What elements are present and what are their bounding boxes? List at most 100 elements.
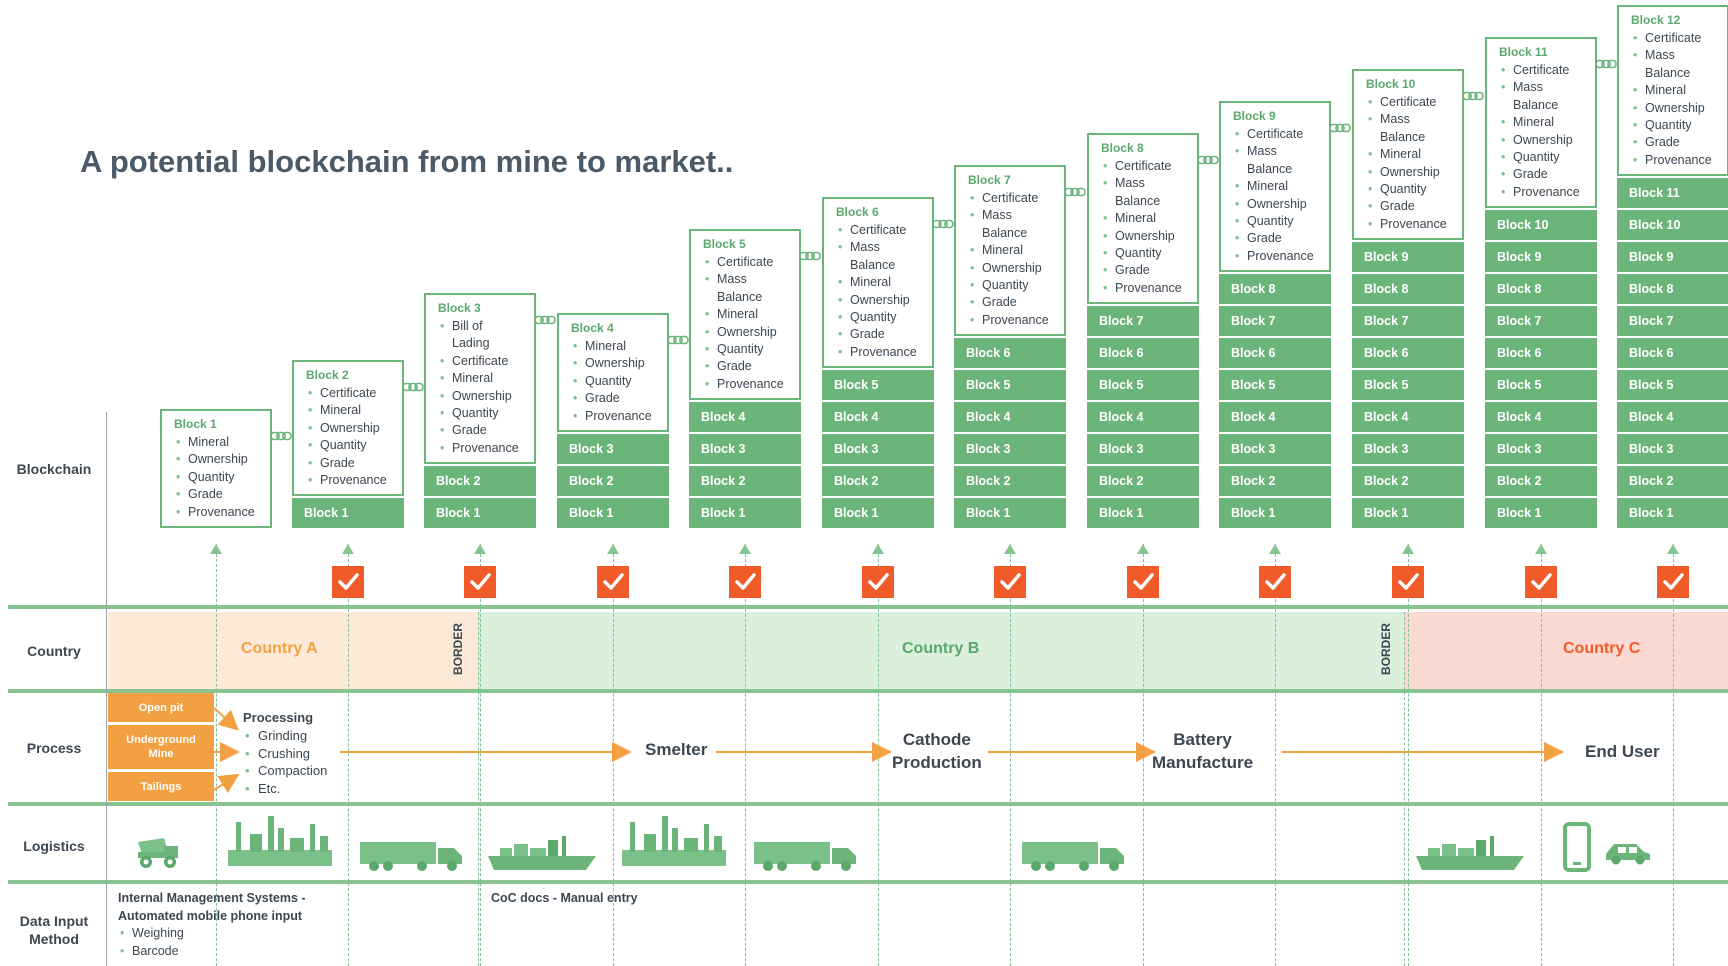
chain-block-segment: Block 1: [424, 496, 536, 528]
chain-block-segment: Block 11: [1617, 176, 1728, 208]
country-a-label: Country A: [241, 640, 318, 657]
block-1: Block 1MineralOwnershipQuantityGradeProv…: [160, 409, 272, 528]
chain-block-segment: Block 6: [1485, 336, 1597, 368]
block-attribute: Quantity: [174, 469, 266, 487]
block-attribute: Quantity: [306, 437, 398, 455]
chain-block-segment: Block 8: [1617, 272, 1728, 304]
chain-block-segment: Block 6: [954, 336, 1066, 368]
row-label-country: Country: [27, 643, 81, 659]
block-attribute: Quantity: [968, 277, 1060, 295]
chain-block-segment: Block 6: [1617, 336, 1728, 368]
chain-block-segment: Block 4: [822, 400, 934, 432]
block-attributes: CertificateMineralOwnershipQuantityGrade…: [306, 385, 398, 490]
chain-block-segment: Block 5: [1617, 368, 1728, 400]
block-attribute: Ownership: [306, 420, 398, 438]
chain-block-segment: Block 2: [1617, 464, 1728, 496]
chain-block-segment: Block 1: [1352, 496, 1464, 528]
chain-block-segment: Block 3: [689, 432, 801, 464]
up-arrow-icon: [342, 544, 354, 554]
block-title: Block 12: [1631, 13, 1681, 27]
process-guide-line: [480, 544, 481, 966]
arrow-open-pit: [213, 707, 239, 731]
up-arrow-icon: [1004, 544, 1016, 554]
block-attribute: Ownership: [1631, 100, 1723, 118]
row-divider: [8, 802, 1728, 806]
block-4: Block 4MineralOwnershipQuantityGradeProv…: [557, 313, 669, 528]
chain-link-icon: [1595, 59, 1617, 69]
block-attributes: CertificateMassBalanceMineralOwnershipQu…: [1233, 126, 1325, 266]
block-info-box: Block 3Bill ofLadingCertificateMineralOw…: [424, 293, 536, 464]
block-attribute: Provenance: [306, 472, 398, 490]
process-guide-line: [1673, 544, 1674, 966]
row-label-blockchain: Blockchain: [16, 461, 92, 477]
block-info-box: Block 8CertificateMassBalanceMineralOwne…: [1087, 133, 1199, 304]
block-attribute: Certificate: [1101, 158, 1193, 176]
block-attribute: Provenance: [968, 312, 1060, 330]
block-attributes: MineralOwnershipQuantityGradeProvenance: [174, 434, 266, 521]
process-guide-line: [1010, 544, 1011, 966]
border-line: [1404, 612, 1405, 966]
block-title: Block 4: [571, 321, 614, 335]
stage-cathode-line1: Cathode: [902, 730, 971, 749]
chain-block-segment: Block 1: [292, 496, 404, 528]
chain-block-segment: Block 3: [1617, 432, 1728, 464]
verified-check-icon: [994, 566, 1026, 598]
verified-check-icon: [729, 566, 761, 598]
block-attribute: Certificate: [836, 222, 928, 240]
block-info-box: Block 4MineralOwnershipQuantityGradeProv…: [557, 313, 669, 432]
block-attribute: Ownership: [1101, 228, 1193, 246]
block-attribute: Provenance: [1233, 248, 1325, 266]
block-5: Block 5CertificateMassBalanceMineralOwne…: [689, 229, 801, 528]
block-attribute: Provenance: [174, 504, 266, 522]
verified-check-icon: [464, 566, 496, 598]
block-attribute: Mineral: [1233, 178, 1325, 196]
data-input-methods: Weighing Barcode: [118, 925, 184, 960]
country-c-label: Country C: [1563, 640, 1641, 657]
chain-block-segment: Block 5: [1087, 368, 1199, 400]
block-attributes: CertificateMassBalanceMineralOwnershipQu…: [1499, 62, 1591, 202]
verified-check-icon: [1127, 566, 1159, 598]
mine-truck-icon: [138, 838, 178, 868]
chain-link-icon: [1329, 123, 1351, 133]
stage-end-user: End User: [1585, 742, 1660, 761]
block-title: Block 10: [1366, 77, 1416, 91]
chain-block-segment: Block 2: [557, 464, 669, 496]
block-info-box: Block 10 CertificateMassBalanceMineralOwn…: [1352, 69, 1464, 240]
country-b-label: Country B: [902, 640, 980, 657]
block-title: Block 3: [438, 301, 481, 315]
block-title: Block 7: [968, 173, 1011, 187]
chain-block-segment: Block 2: [1219, 464, 1331, 496]
chain-block-segment: Block 6: [1352, 336, 1464, 368]
data-input-method: Weighing: [118, 925, 184, 943]
block-attributes: CertificateMassBalanceMineralOwnershipQu…: [1366, 94, 1458, 234]
row-label-axis: [106, 412, 107, 966]
chain-block-segment: Block 7: [1219, 304, 1331, 336]
row-label-process: Process: [26, 740, 82, 756]
block-attribute: Mineral: [703, 306, 795, 324]
block-info-box: Block 9CertificateMassBalanceMineralOwne…: [1219, 101, 1331, 272]
country-band-c: [1404, 612, 1728, 692]
chain-block-segment: Block 10: [1617, 208, 1728, 240]
source-tailings: Tailings: [108, 772, 214, 801]
block-title: Block 11: [1499, 45, 1548, 59]
block-attribute: Certificate: [1366, 94, 1458, 112]
chain-block-segment: Block 7: [1087, 304, 1199, 336]
chain-block-segment: Block 1: [1485, 496, 1597, 528]
data-input-internal-line2: Automated mobile phone input: [118, 908, 303, 923]
stage-battery-line2: Manufacture: [1152, 753, 1254, 772]
chain-block-segment: Block 1: [1087, 496, 1199, 528]
block-attribute: Ownership: [836, 292, 928, 310]
up-arrow-icon: [210, 544, 222, 554]
block-attribute: Grade: [703, 358, 795, 376]
processing-item: Crushing: [243, 745, 327, 763]
process-guide-line: [1541, 544, 1542, 966]
chain-block-segment: Block 4: [1087, 400, 1199, 432]
chain-block-segment: Block 7: [1485, 304, 1597, 336]
block-info-box: Block 1MineralOwnershipQuantityGradeProv…: [160, 409, 272, 528]
block-attribute: Provenance: [703, 376, 795, 394]
